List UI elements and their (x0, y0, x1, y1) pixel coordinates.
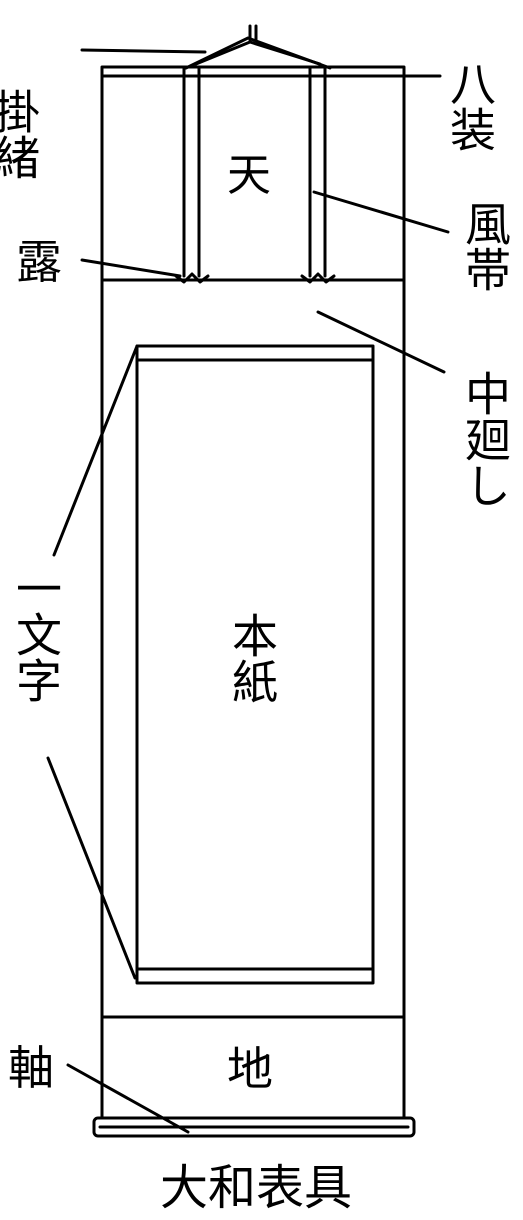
label-nakamawashi: 中廻し (458, 370, 512, 508)
caption: 大和表具 (160, 1160, 352, 1216)
hanging-cord (80, 24, 332, 70)
futai-strips (182, 66, 327, 278)
label-ten: 天 (227, 150, 271, 201)
tsuyu-tassels (174, 272, 336, 284)
label-tsuyu: 露 (16, 235, 62, 289)
label-ichimonji: 一文字 (9, 565, 63, 703)
honshi-panel (135, 344, 375, 985)
label-chi: 地 (227, 1042, 273, 1096)
label-kakeo: 掛緒 (0, 88, 41, 180)
label-honshi: 本紙 (225, 612, 279, 704)
label-futai: 風帯 (458, 200, 512, 292)
label-hassou: 八装 (443, 60, 497, 152)
leader-lines (46, 190, 450, 1134)
jiku-roller (92, 1116, 416, 1138)
scroll-body (100, 65, 406, 1120)
label-jiku: 軸 (8, 1041, 54, 1095)
